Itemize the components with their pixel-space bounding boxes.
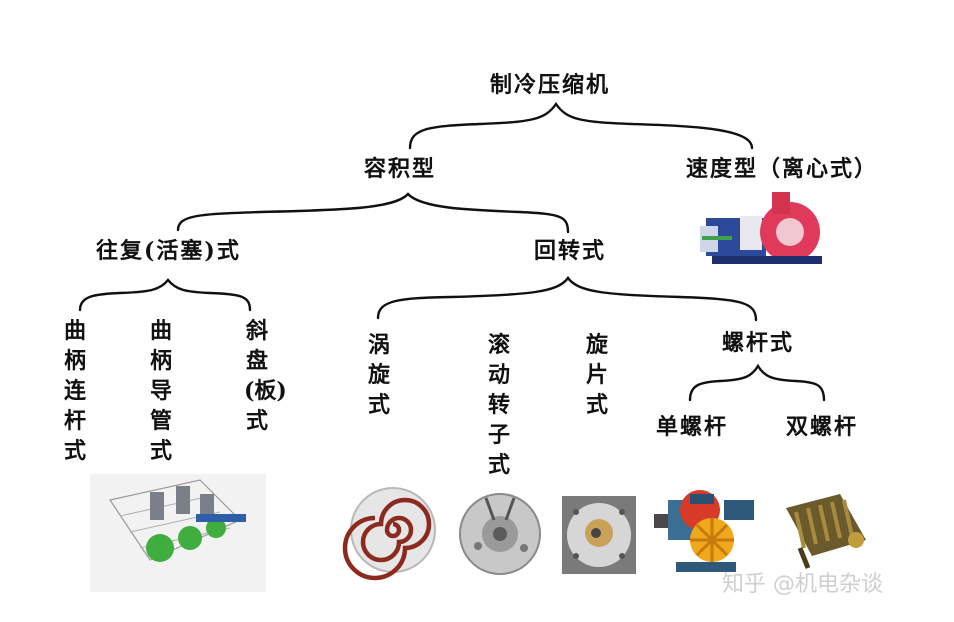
rotary-brace (376, 275, 758, 322)
crank-rod-compressor-image (90, 474, 266, 592)
sliding-vane-label: 旋片式 (585, 332, 608, 418)
velocity-type-label: 速度型（离心式） (686, 156, 879, 182)
rotary-label: 回转式 (534, 238, 607, 264)
centrifugal-compressor-image (700, 192, 822, 264)
twin-screw-label: 双螺杆 (786, 414, 859, 440)
crank-guide-label: 曲柄导管式 (149, 318, 172, 464)
rolling-rotor-label: 滚动转子式 (487, 332, 510, 478)
root-title: 制冷压缩机 (490, 72, 611, 98)
scroll-label: 涡旋式 (367, 332, 390, 418)
reciprocating-label: 往复(活塞)式 (96, 238, 241, 264)
watermark-text: 知乎 @机电杂谈 (722, 572, 883, 597)
twin-screw-compressor-image (786, 494, 866, 569)
root-brace (408, 101, 754, 150)
scroll-compressor-image (342, 484, 440, 581)
rolling-rotor-compressor-image (459, 493, 541, 575)
single-screw-label: 单螺杆 (656, 414, 729, 440)
volumetric-type-label: 容积型 (364, 156, 437, 182)
crank-rod-label: 曲柄连杆式 (63, 318, 86, 464)
screw-label: 螺杆式 (722, 330, 795, 356)
reciprocating-brace (78, 278, 252, 312)
swash-plate-label: 斜盘(板)式 (244, 318, 287, 434)
volumetric-brace (176, 192, 570, 234)
screw-brace (688, 363, 826, 402)
sliding-vane-compressor-image (562, 496, 636, 574)
single-screw-compressor-image (654, 490, 754, 572)
